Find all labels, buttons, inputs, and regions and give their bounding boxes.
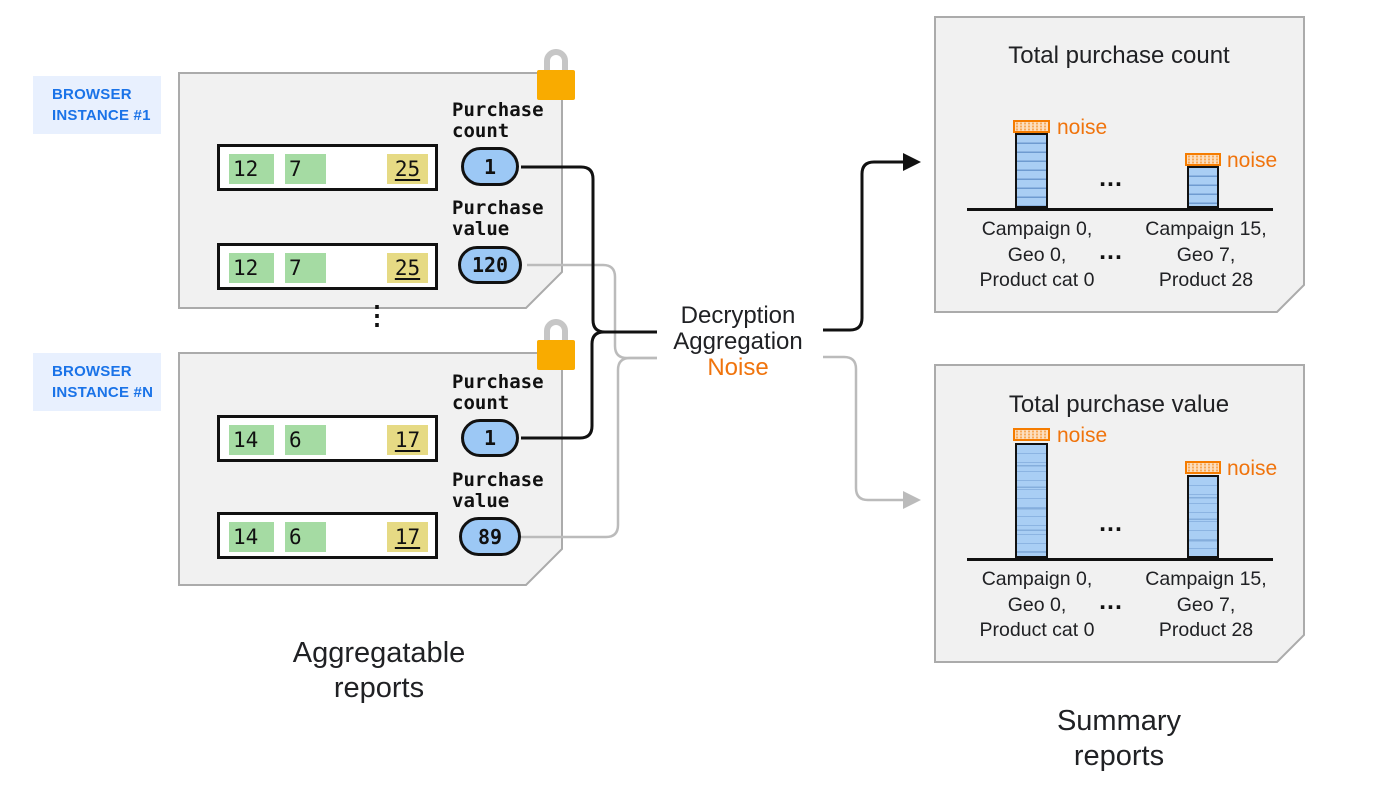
purchase-value-label: Purchase value — [452, 469, 544, 512]
purchase-value-label: Purchase value — [452, 197, 544, 240]
purchase-count-label: Purchase count — [452, 371, 544, 414]
process-step-aggregation: Aggregation — [673, 328, 803, 355]
chart-bar — [1015, 133, 1048, 208]
bars-ellipsis: ... — [1099, 509, 1123, 537]
count-connector-lines — [521, 160, 903, 440]
purchase-value-bubble: 89 — [459, 517, 521, 556]
process-step-noise: Noise — [707, 354, 769, 381]
chart-bar — [1187, 166, 1219, 208]
badge-line: INSTANCE #N — [52, 384, 154, 401]
value-cell: 17 — [387, 425, 428, 455]
noise-segment — [1013, 428, 1050, 441]
chart-axis — [967, 558, 1273, 561]
noise-segment — [1185, 153, 1221, 166]
bucket-cell: 6 — [285, 522, 326, 552]
noise-annotation: noise — [1227, 457, 1278, 480]
value-cell: 17 — [387, 522, 428, 552]
bucket-cell: 14 — [229, 522, 274, 552]
noise-segment — [1013, 120, 1050, 133]
chart-axis — [967, 208, 1273, 211]
category-ellipsis: ... — [1099, 237, 1123, 265]
noise-annotation: noise — [1057, 116, 1108, 139]
bucket-cell: 7 — [285, 253, 326, 283]
bucket-cell: 7 — [285, 154, 326, 184]
more-instances-ellipsis: ⋮ — [364, 300, 390, 330]
purchase-count-bubble: 1 — [461, 147, 519, 186]
bucket-cell: 6 — [285, 425, 326, 455]
badge-line: BROWSER — [52, 86, 132, 103]
report-row: 14 6 17 — [217, 415, 438, 462]
bucket-cell: 14 — [229, 425, 274, 455]
category-ellipsis: ... — [1099, 587, 1123, 615]
summary-reports-caption: Summary reports — [1056, 705, 1182, 772]
report-row: 14 6 17 — [217, 512, 438, 559]
badge-line: BROWSER — [52, 363, 132, 380]
chart-title: Total purchase count — [1008, 42, 1230, 69]
purchase-count-bubble: 1 — [461, 419, 519, 457]
report-row: 12 7 25 — [217, 144, 438, 191]
summary-report-panel-count — [934, 16, 1305, 313]
browser-instance-1-badge: BROWSER INSTANCE #1 — [33, 76, 161, 134]
process-steps: Decryption Aggregation Noise — [628, 303, 848, 381]
count-arrowhead — [903, 153, 921, 171]
noise-segment — [1185, 461, 1221, 474]
chart-bar — [1187, 475, 1219, 558]
report-row: 12 7 25 — [217, 243, 438, 290]
category-label: Campaign 15, Geo 7, Product 28 — [1145, 568, 1267, 641]
bucket-cell: 12 — [229, 253, 274, 283]
value-cell: 25 — [387, 253, 428, 283]
lock-icon — [537, 319, 575, 370]
noise-annotation: noise — [1057, 424, 1108, 447]
aggregatable-reports-caption: Aggregatable reports — [292, 637, 466, 704]
value-arrowhead — [903, 491, 921, 509]
noise-annotation: noise — [1227, 149, 1278, 172]
browser-instance-n-badge: BROWSER INSTANCE #N — [33, 353, 161, 411]
category-label: Campaign 0, Geo 0, Product cat 0 — [979, 568, 1095, 641]
bucket-cell: 12 — [229, 154, 274, 184]
category-label: Campaign 15, Geo 7, Product 28 — [1145, 218, 1267, 291]
value-cell: 25 — [387, 154, 428, 184]
badge-line: INSTANCE #1 — [52, 107, 151, 124]
value-connector-lines — [520, 263, 903, 539]
process-step-decryption: Decryption — [680, 302, 796, 329]
category-label: Campaign 0, Geo 0, Product cat 0 — [979, 218, 1095, 291]
chart-title: Total purchase value — [1008, 391, 1230, 418]
purchase-count-label: Purchase count — [452, 99, 544, 142]
purchase-value-bubble: 120 — [458, 246, 522, 284]
bars-ellipsis: ... — [1099, 164, 1123, 192]
chart-bar — [1015, 443, 1048, 558]
lock-icon — [537, 49, 575, 100]
